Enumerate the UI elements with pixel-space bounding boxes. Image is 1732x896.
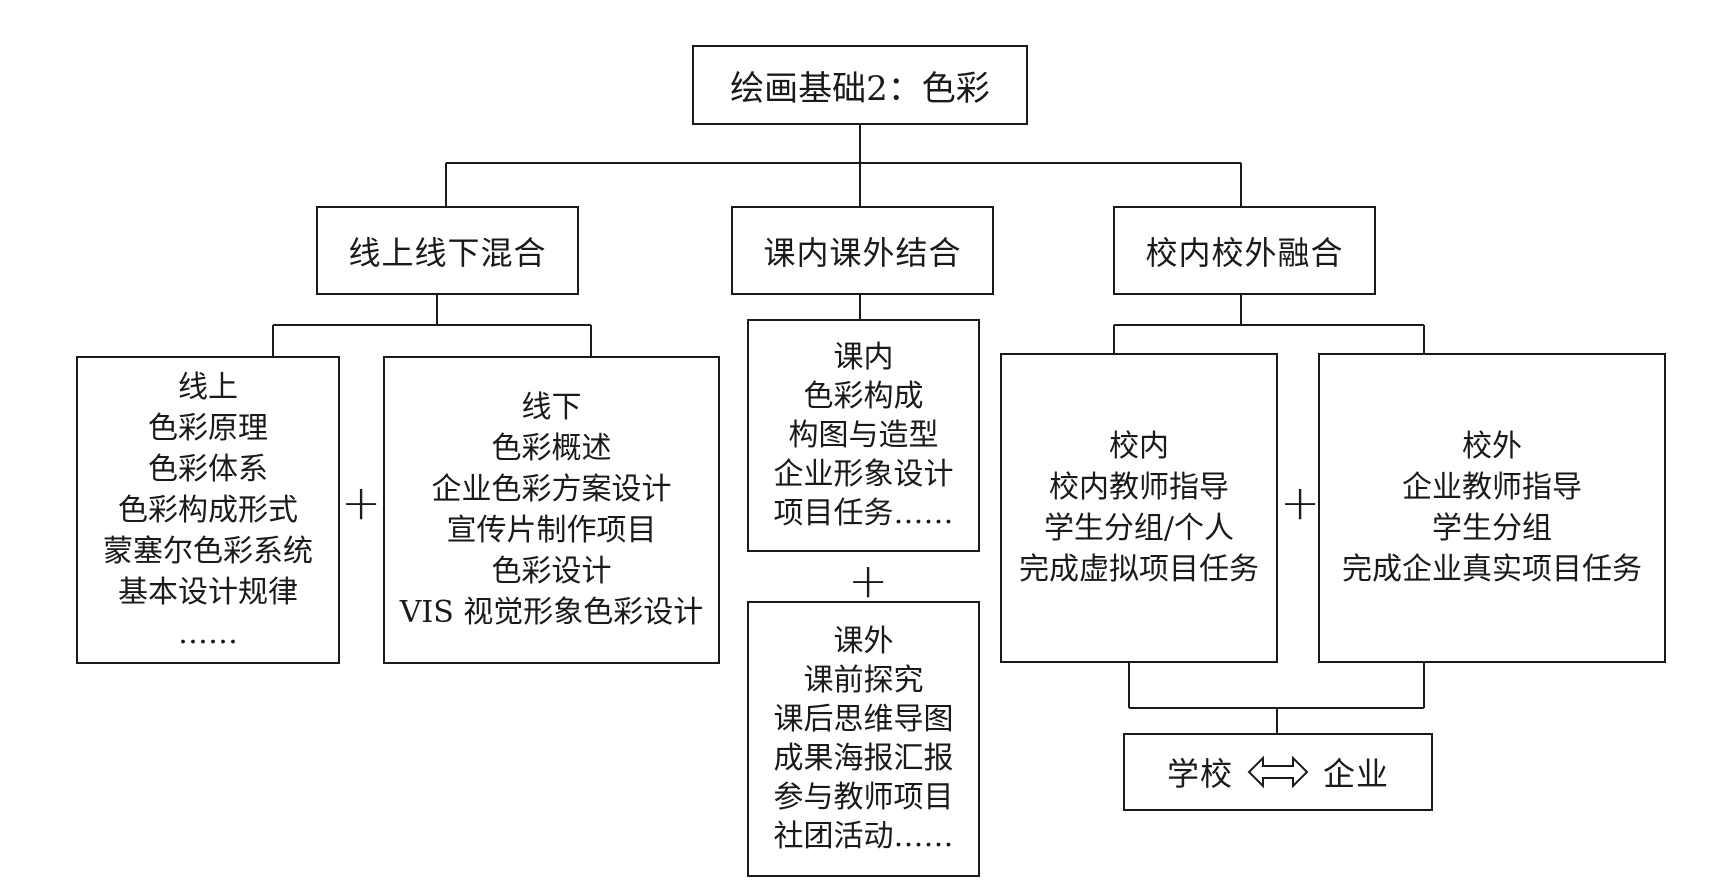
leaf-line: 线上: [178, 369, 238, 405]
leaf-node-in-class: 课内 色彩构成 构图与造型 企业形象设计 项目任务……: [747, 319, 980, 552]
leaf-line: 色彩设计: [491, 554, 612, 589]
leaf-node-online: 线上 色彩原理 色彩体系 色彩构成形式 蒙塞尔色彩系统 基本设计规律 ……: [76, 356, 340, 664]
leaf-line: 学生分组: [1432, 511, 1552, 546]
leaf-line: 校内: [1109, 429, 1169, 464]
leaf-line: 线下: [521, 390, 582, 425]
root-title: 绘画基础2：色彩: [730, 68, 990, 109]
plus-sign: +: [341, 475, 382, 531]
leaf-line: 课前探究: [803, 663, 924, 698]
result-left-label: 学校: [1166, 755, 1233, 793]
leaf-line: 企业形象设计: [773, 457, 954, 492]
leaf-line: VIS 视觉形象色彩设计: [399, 595, 704, 630]
leaf-line: 色彩构成: [803, 379, 924, 414]
leaf-node-offline: 线下 色彩概述 企业色彩方案设计 宣传片制作项目 色彩设计 VIS 视觉形象色彩…: [383, 356, 720, 664]
double-arrow-icon: [1247, 755, 1309, 789]
plus-sign: +: [1280, 475, 1321, 531]
branch-node-school-enterprise: 校内校外融合: [1113, 206, 1376, 295]
leaf-line: 色彩原理: [148, 410, 268, 446]
leaf-line: 宣传片制作项目: [446, 513, 657, 548]
leaf-node-out-class: 课外 课前探究 课后思维导图 成果海报汇报 参与教师项目 社团活动……: [747, 601, 980, 877]
leaf-line: 项目任务……: [773, 496, 954, 531]
leaf-line: 学生分组/个人: [1043, 511, 1235, 546]
leaf-line: ……: [178, 615, 238, 651]
result-right-label: 企业: [1323, 755, 1390, 793]
branch-node-in-out-class: 课内课外结合: [731, 206, 994, 295]
leaf-line: 基本设计规律: [118, 574, 298, 610]
leaf-line: 社团活动……: [773, 819, 954, 854]
branch-title: 校内校外融合: [1145, 233, 1344, 272]
leaf-line: 校内教师指导: [1049, 470, 1229, 505]
leaf-line: 课外: [833, 624, 894, 659]
branch-node-blended: 线上线下混合: [316, 206, 579, 295]
leaf-line: 课内: [833, 340, 894, 375]
leaf-line: 构图与造型: [788, 418, 939, 453]
plus-sign: +: [848, 553, 889, 609]
result-node-school-enterprise: 学校 企业: [1123, 733, 1433, 811]
leaf-line: 色彩概述: [491, 431, 612, 466]
leaf-line: 完成虚拟项目任务: [1019, 552, 1259, 587]
branch-title: 课内课外结合: [763, 233, 962, 272]
leaf-line: 色彩构成形式: [118, 492, 298, 528]
leaf-line: 企业色彩方案设计: [431, 472, 672, 507]
exchange-row: 学校 企业: [1167, 749, 1389, 795]
leaf-line: 蒙塞尔色彩系统: [103, 533, 313, 569]
branch-title: 线上线下混合: [348, 233, 547, 272]
leaf-line: 课后思维导图: [773, 702, 954, 737]
leaf-line: 企业教师指导: [1402, 470, 1582, 505]
leaf-line: 成果海报汇报: [773, 741, 954, 776]
leaf-line: 校外: [1462, 429, 1522, 464]
leaf-node-in-school: 校内 校内教师指导 学生分组/个人 完成虚拟项目任务: [1000, 353, 1278, 663]
leaf-line: 色彩体系: [148, 451, 268, 487]
leaf-line: 完成企业真实项目任务: [1342, 552, 1642, 587]
root-node: 绘画基础2：色彩: [692, 45, 1028, 125]
leaf-node-out-school: 校外 企业教师指导 学生分组 完成企业真实项目任务: [1318, 353, 1666, 663]
leaf-line: 参与教师项目: [773, 780, 954, 815]
